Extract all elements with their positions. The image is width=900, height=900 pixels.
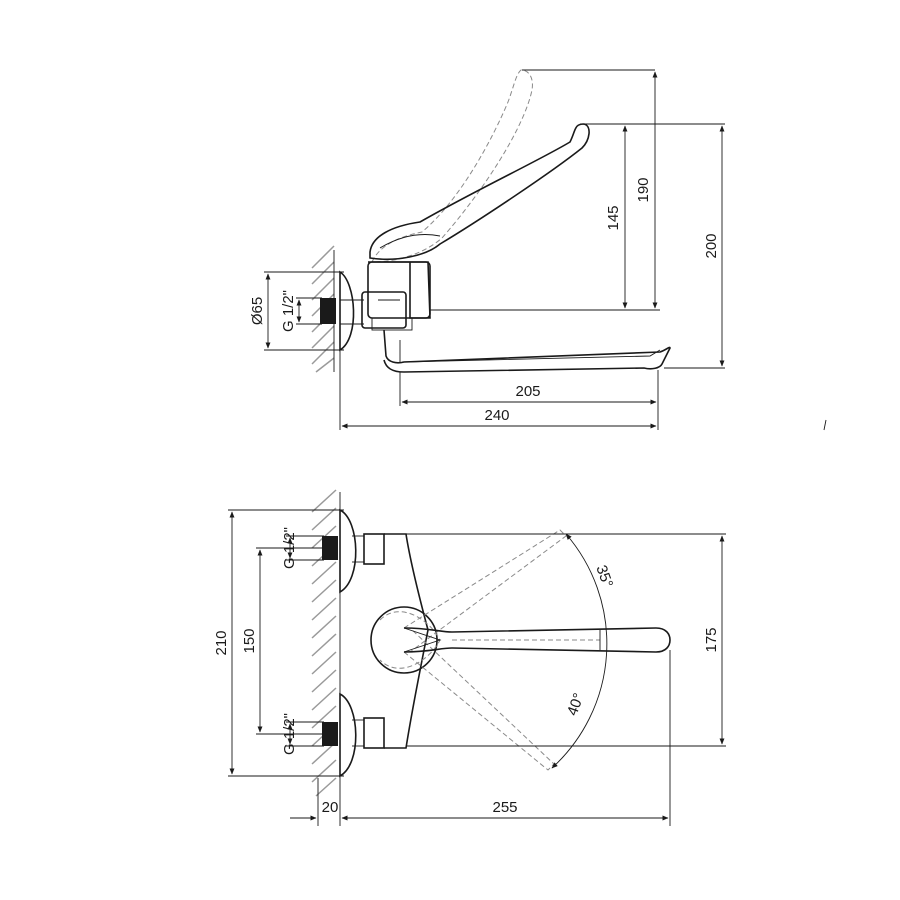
stray-mark — [823, 419, 827, 431]
dim-200: 200 — [703, 233, 720, 258]
side-view: 190 145 200 Ø65 G 1/2" 205 240 — [249, 69, 725, 430]
inlet-thread — [320, 298, 336, 324]
cartridge — [370, 606, 438, 674]
top-lever — [403, 627, 671, 653]
lever-handle — [369, 123, 590, 261]
top-view: 210 150 G 1/2" G 1/2" 175 35° 40° 20 255 — [213, 489, 726, 826]
dim-angle-35: 35° — [592, 563, 616, 590]
dim-205: 205 — [515, 383, 540, 400]
ghost-lever-left — [403, 529, 567, 653]
dim-240: 240 — [484, 407, 509, 424]
dim-190: 190 — [635, 177, 652, 202]
angle-arc — [551, 533, 608, 769]
ghost-lever — [371, 69, 533, 263]
bottom-flange — [339, 692, 357, 778]
dim-145: 145 — [605, 205, 622, 230]
top-inlet — [322, 536, 338, 560]
dim-210: 210 — [213, 630, 230, 655]
dim-thread-bottom: G 1/2" — [281, 713, 298, 755]
dim-20: 20 — [322, 799, 339, 816]
mixer-body — [368, 261, 431, 319]
wall-flange — [339, 270, 355, 352]
bottom-inlet — [322, 722, 338, 746]
dim-thread-top: G 1/2" — [281, 527, 298, 569]
dim-150: 150 — [241, 628, 258, 653]
spout — [383, 329, 671, 373]
dim-diameter-65: Ø65 — [249, 297, 266, 325]
dim-255: 255 — [492, 799, 517, 816]
dim-175: 175 — [703, 627, 720, 652]
dim-thread: G 1/2" — [280, 290, 297, 332]
top-flange — [339, 508, 357, 594]
dim-angle-40: 40° — [564, 691, 588, 718]
top-mixer-body — [384, 533, 429, 749]
